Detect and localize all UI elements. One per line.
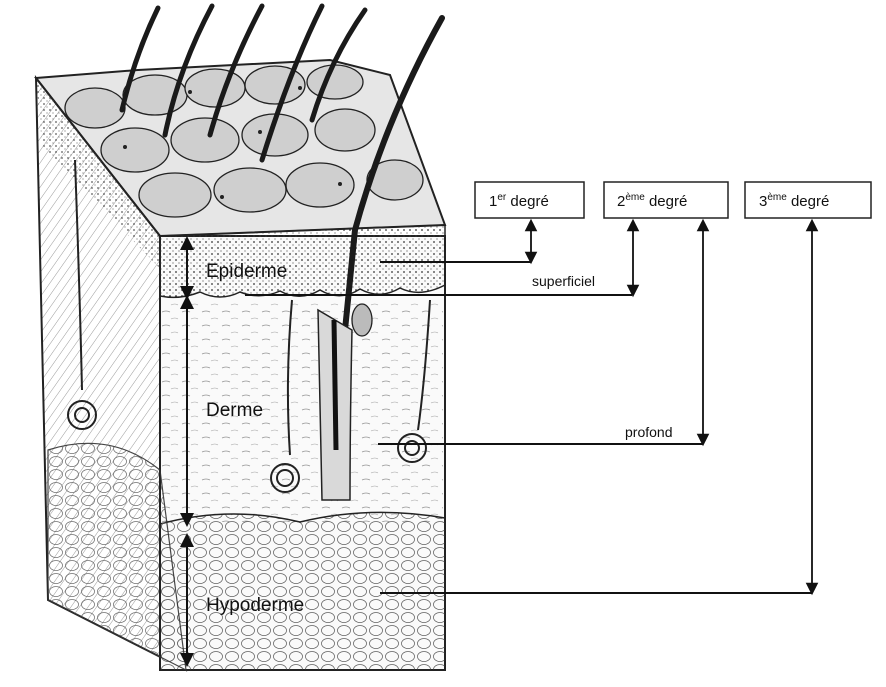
hypodermis-label: Hypoderme <box>206 595 304 616</box>
hypodermis-band <box>159 511 446 671</box>
second-degree-word: degré <box>645 193 688 210</box>
dermis-label: Derme <box>206 400 263 421</box>
epidermis-label: Epiderme <box>206 261 287 282</box>
degree-arrows <box>524 218 819 596</box>
epidermis-band <box>159 224 446 299</box>
svg-text:1er degré: 1er degré <box>489 192 549 210</box>
third-degree-num: 3 <box>759 193 767 210</box>
third-degree-box: 3ème degré <box>744 181 872 219</box>
third-degree-sup: ème <box>767 192 787 203</box>
first-degree-word: degré <box>506 193 549 210</box>
second-degree-sup: ème <box>625 192 645 203</box>
deep-label: profond <box>625 424 672 440</box>
first-degree-box: 1er degré <box>474 181 585 219</box>
degree-boxes: 1er degré 2ème degré 3ème degré <box>474 181 872 219</box>
leader-lines <box>245 261 812 594</box>
second-degree-num: 2 <box>617 193 625 210</box>
layer-labels: Epiderme Derme Hypoderme <box>206 261 304 616</box>
sweat-glands <box>67 159 431 493</box>
svg-text:2ème degré: 2ème degré <box>617 192 687 210</box>
first-degree-sup: er <box>497 192 507 203</box>
third-degree-word: degré <box>787 193 830 210</box>
svg-text:3ème degré: 3ème degré <box>759 192 829 210</box>
first-degree-num: 1 <box>489 193 497 210</box>
hairs <box>119 3 445 333</box>
skin-block-illustration <box>34 3 447 672</box>
superficial-label: superficiel <box>532 273 595 289</box>
second-degree-box: 2ème degré <box>603 181 729 219</box>
surface-nuclei <box>123 86 342 199</box>
